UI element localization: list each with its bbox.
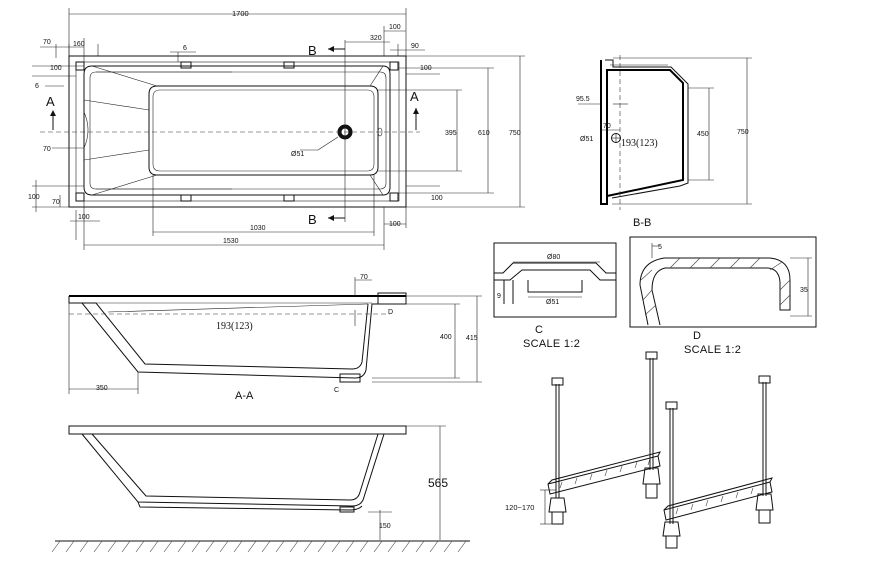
detail-d-scale: SCALE 1:2 xyxy=(684,344,741,356)
detail-d: 5 35 D SCALE 1:2 xyxy=(629,236,817,356)
dim-95-5: 95.5 xyxy=(576,96,590,103)
dim-400: 400 xyxy=(440,334,452,341)
dim-51-c: Ø51 xyxy=(546,299,559,306)
dim-6-top: 6 xyxy=(183,45,187,52)
dim-160-top: 160 xyxy=(73,41,85,48)
dim-750-bb: 750 xyxy=(737,129,749,136)
dim-100-right-bottom: 100 xyxy=(431,195,443,202)
section-aa-title: A-A xyxy=(235,390,254,402)
section-aa: 70 193(123) D C 400 415 350 A-A xyxy=(68,274,482,402)
dim-70-left-bottom: 70 xyxy=(52,199,60,206)
dim-565: 565 xyxy=(428,476,448,490)
dim-1030: 1030 xyxy=(250,225,266,232)
side-elevation: 565 150 xyxy=(51,425,470,553)
dim-70-aa: 70 xyxy=(360,274,368,281)
section-b-label-top: B xyxy=(308,43,317,58)
dim-80-c: Ø80 xyxy=(547,254,560,261)
dim-5-d: 5 xyxy=(658,244,662,251)
dim-drain-51: Ø51 xyxy=(291,151,304,158)
section-b-label-bottom: B xyxy=(308,212,317,227)
dim-9-c: 9 xyxy=(497,293,501,300)
dim-leg-range: 120~170 xyxy=(505,503,534,512)
dim-51-bb: Ø51 xyxy=(580,136,593,143)
dim-100-left-top: 100 xyxy=(50,65,62,72)
dim-100-bottom-right: 100 xyxy=(389,221,401,228)
dim-150: 150 xyxy=(379,523,391,530)
label-c-aa: C xyxy=(334,387,339,394)
dim-415: 415 xyxy=(466,335,478,342)
dim-70-top: 70 xyxy=(43,39,51,46)
section-a-label-left: A xyxy=(46,94,55,109)
dim-450: 450 xyxy=(697,131,709,138)
dim-100-right-top: 100 xyxy=(420,65,432,72)
detail-d-letter: D xyxy=(693,330,701,342)
dim-70-left: 70 xyxy=(43,146,51,153)
label-d-aa: D xyxy=(388,309,393,316)
dim-6-left: 6 xyxy=(35,83,39,90)
dim-100-left-bottom: 100 xyxy=(28,194,40,201)
dim-35-d: 35 xyxy=(800,287,808,294)
dim-overall-length: 1700 xyxy=(232,9,249,18)
dim-1530: 1530 xyxy=(223,238,239,245)
note-193-aa: 193(123) xyxy=(216,321,253,332)
dim-70-bb: 70 xyxy=(603,123,611,130)
note-193-bb: 193(123) xyxy=(621,138,658,149)
dim-350: 350 xyxy=(96,385,108,392)
plan-view: A A B B 1700 70 160 6 100 320 90 xyxy=(28,8,525,250)
detail-c-scale: SCALE 1:2 xyxy=(523,338,580,350)
dim-395: 395 xyxy=(445,130,457,137)
dim-100-top-right: 100 xyxy=(389,24,401,31)
section-bb-title: B-B xyxy=(633,217,651,229)
detail-c: Ø80 9 Ø51 C SCALE 1:2 xyxy=(493,242,617,350)
section-a-label-right: A xyxy=(410,89,419,104)
leg-supports: 120~170 xyxy=(505,351,774,549)
dim-90-top: 90 xyxy=(411,43,419,50)
section-bb: 95.5 70 Ø51 193(123) 450 750 B-B xyxy=(576,55,752,229)
dim-610: 610 xyxy=(478,130,490,137)
dim-750-plan: 750 xyxy=(509,130,521,137)
dim-320-top: 320 xyxy=(370,35,382,42)
detail-c-letter: C xyxy=(535,324,543,336)
